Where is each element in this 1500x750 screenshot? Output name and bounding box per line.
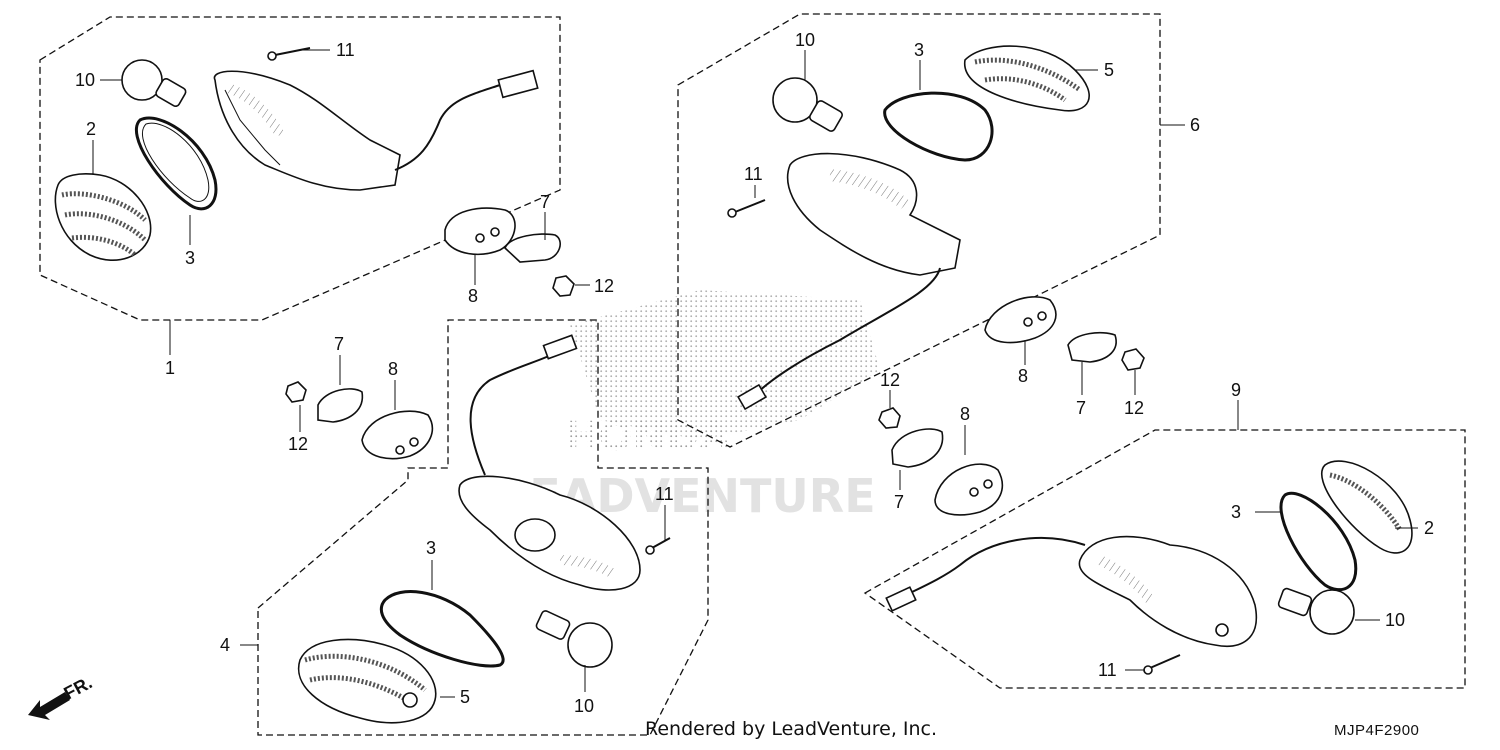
screw-part-f (1149, 654, 1181, 669)
bulb-part (121, 59, 187, 107)
callout-7: 7 (894, 492, 904, 512)
group-6-outline (677, 13, 1161, 448)
callout-3: 3 (185, 248, 195, 268)
front-arrow-icon (28, 692, 70, 720)
honda-watermark: HONDA LEADVENTURE (500, 290, 880, 523)
mounting-hardware-right (878, 407, 1004, 516)
plate-part-b (1067, 331, 1117, 363)
callout-5: 5 (460, 687, 470, 707)
callout-3: 3 (914, 40, 924, 60)
front-direction-indicator: FR. (28, 672, 95, 720)
callout-8: 8 (1018, 366, 1028, 386)
gasket-part (134, 116, 218, 211)
callout-1: 1 (165, 358, 175, 378)
callout-10: 10 (795, 30, 815, 50)
callout-6: 6 (1190, 115, 1200, 135)
bulb-part-b (772, 77, 843, 132)
callout-11: 11 (655, 484, 674, 504)
plate-part-c (317, 388, 364, 423)
callout-11: 11 (744, 164, 763, 184)
bulb-part-d (535, 610, 613, 668)
gasket-part-inner (141, 122, 210, 202)
housing-part (213, 70, 401, 191)
callout-8: 8 (960, 404, 970, 424)
bulb-part-f (1277, 587, 1355, 635)
screw-part-d (651, 537, 671, 549)
mounting-hardware-left (285, 381, 434, 460)
turn-signal-assembly-front-right (727, 45, 1145, 411)
housing-part-b (786, 152, 961, 276)
lens-part (54, 173, 152, 261)
gasket-part-d (379, 590, 505, 668)
nut-part-c (285, 381, 307, 403)
leader-lines (92, 49, 1418, 698)
callout-3: 3 (1231, 502, 1241, 522)
gasket-part-f (1279, 491, 1358, 592)
gasket-part-b (883, 91, 994, 162)
grommet-part-e (934, 463, 1004, 516)
rendered-by-credit: Rendered by LeadVenture, Inc. (645, 718, 938, 740)
callout-11: 11 (336, 40, 355, 60)
callout-2: 2 (1424, 518, 1434, 538)
nut-part (552, 275, 575, 297)
group-1-outline (39, 16, 561, 321)
callout-7: 7 (334, 334, 344, 354)
nut-part-e (878, 407, 901, 429)
callout-8: 8 (388, 359, 398, 379)
plate-part (504, 233, 561, 263)
screw-part (274, 47, 311, 56)
callout-9: 9 (1231, 380, 1241, 400)
wire-part-b (754, 267, 941, 396)
callout-10: 10 (1385, 610, 1405, 630)
group-9-outline (863, 429, 1466, 689)
callout-3: 3 (426, 538, 436, 558)
callout-5: 5 (1104, 60, 1114, 80)
wire-part-d (469, 349, 561, 476)
turn-signal-assembly-rear-left (297, 334, 671, 724)
wire-part (394, 84, 501, 171)
callout-7: 7 (1076, 398, 1086, 418)
lens-part-f (1321, 460, 1413, 554)
callout-10: 10 (75, 70, 95, 90)
turn-signal-assembly-front-left (54, 47, 575, 297)
watermark-brand: HONDA (565, 414, 730, 460)
plate-part-e (891, 428, 944, 468)
callout-2: 2 (86, 119, 96, 139)
housing-part-f (1078, 535, 1258, 647)
diagram-code: MJP4F2900 (1334, 722, 1420, 739)
lens-part-b (964, 45, 1090, 112)
callout-12: 12 (1124, 398, 1144, 418)
nut-part-b (1121, 348, 1145, 371)
callout-12: 12 (880, 370, 900, 390)
wire-part-f (899, 536, 1086, 599)
grommet-part (444, 207, 516, 256)
group-4-outline (257, 319, 709, 736)
callout-11: 11 (1098, 660, 1117, 680)
callout-12: 12 (594, 276, 614, 296)
callout-10: 10 (574, 696, 594, 716)
turn-signal-assembly-rear-right (885, 460, 1413, 675)
grommet-part-b (984, 296, 1057, 344)
callout-12: 12 (288, 434, 308, 454)
callout-7: 7 (540, 192, 550, 212)
screw-part-b (734, 199, 766, 213)
callout-8: 8 (468, 286, 478, 306)
callout-4: 4 (220, 635, 230, 655)
